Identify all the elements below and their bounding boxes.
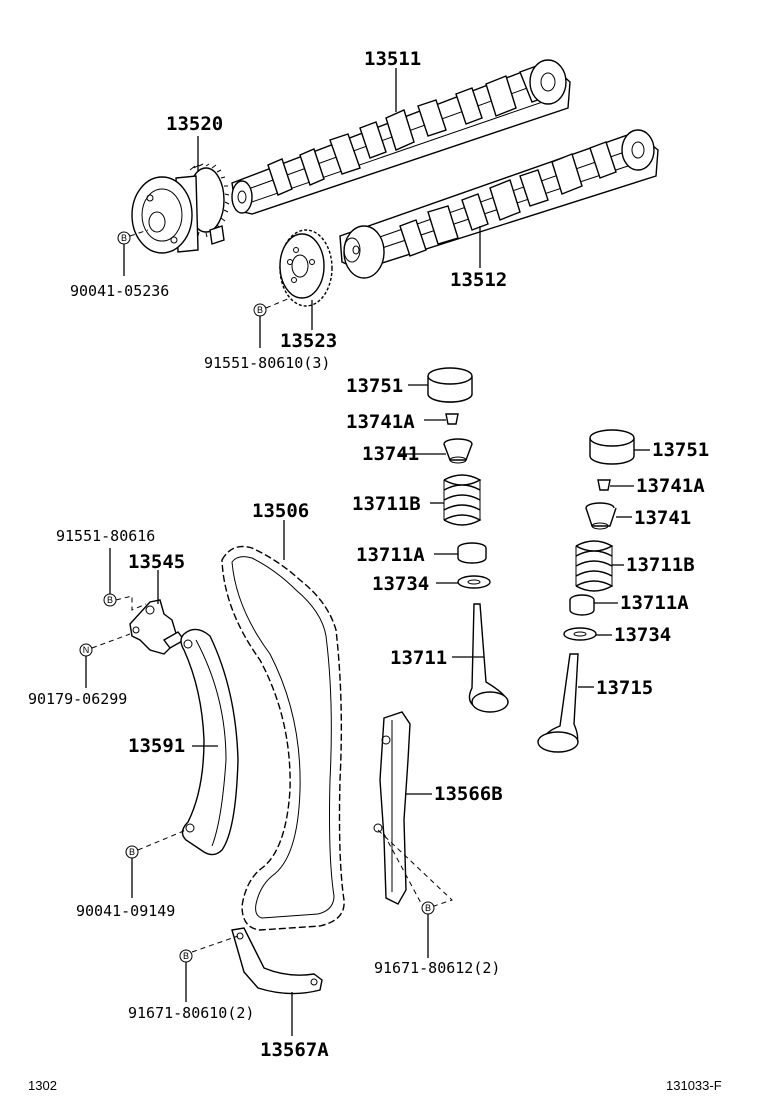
bolt-marker-91551-80616: B [103, 593, 117, 607]
washer-13734-right [563, 627, 597, 641]
label-90179-06299: 90179-06299 [28, 690, 127, 708]
label-13567A: 13567A [260, 1039, 329, 1061]
label-13711: 13711 [390, 647, 447, 669]
valve-13711 [468, 603, 509, 713]
label-13741A-left: 13741A [346, 411, 415, 433]
valve-seal-13711A-left [457, 542, 487, 564]
svg-text:B: B [425, 903, 431, 913]
label-13711A-right: 13711A [620, 592, 689, 614]
valve-retainer-13741-right [585, 502, 617, 530]
label-91551-80616: 91551-80616 [56, 527, 155, 545]
chain-guide-13567A [231, 927, 323, 995]
svg-text:B: B [121, 233, 127, 243]
chain-slipper-13591 [180, 628, 239, 856]
label-13741-left: 13741 [362, 443, 419, 465]
svg-text:B: B [129, 847, 135, 857]
valve-spring-13711B-left [443, 474, 482, 526]
bolt-marker-91671-80612: B [421, 901, 435, 915]
valve-keeper-13741A-right [597, 479, 611, 491]
label-13741A-right: 13741A [636, 475, 705, 497]
valve-keeper-13741A-left [445, 413, 459, 425]
bolt-marker-90041-09149: B [125, 845, 139, 859]
label-13511: 13511 [364, 48, 421, 70]
chain-guide-13566B [373, 711, 411, 905]
label-90041-09149: 90041-09149 [76, 902, 175, 920]
label-13734-left: 13734 [372, 573, 429, 595]
sprocket-13523 [279, 229, 333, 307]
svg-text:B: B [107, 595, 113, 605]
label-91671-80612: 91671-80612(2) [374, 959, 500, 977]
camshaft-13512 [339, 129, 659, 279]
label-91671-80610: 91671-80610(2) [128, 1004, 254, 1022]
label-13545: 13545 [128, 551, 185, 573]
valve-lifter-13751-right [589, 429, 635, 465]
label-13506: 13506 [252, 500, 309, 522]
label-13523: 13523 [280, 330, 337, 352]
bolt-marker-91671-80610: B [179, 949, 193, 963]
label-13711B-left: 13711B [352, 493, 421, 515]
label-13715: 13715 [596, 677, 653, 699]
figure-code: 131033-F [666, 1078, 722, 1093]
label-13734-right: 13734 [614, 624, 671, 646]
label-13520: 13520 [166, 113, 223, 135]
valve-spring-13711B-right [575, 540, 614, 592]
leader-lines [85, 68, 650, 1036]
bolt-marker-91551-80610: B [253, 303, 267, 317]
valve-seal-13711A-right [569, 594, 595, 616]
valve-lifter-13751-left [427, 367, 473, 403]
label-91551-80610: 91551-80610(3) [204, 354, 330, 372]
svg-text:N: N [83, 645, 90, 655]
timing-chain-13506 [221, 545, 345, 931]
label-13711B-right: 13711B [626, 554, 695, 576]
bolt-marker-90041-05236: B [117, 231, 131, 245]
valve-13715 [537, 653, 579, 753]
valve-retainer-13741-left [443, 438, 473, 464]
vvt-gear-13520 [131, 163, 230, 254]
nut-marker-90179-06299: N [79, 643, 93, 657]
label-13512: 13512 [450, 269, 507, 291]
part-labels: 13511 13520 90041-05236 13512 13523 9155… [28, 48, 709, 1061]
label-13591: 13591 [128, 735, 185, 757]
label-13566B: 13566B [434, 783, 503, 805]
camshaft-13511 [231, 59, 571, 215]
label-13751-left: 13751 [346, 375, 403, 397]
label-90041-05236: 90041-05236 [70, 282, 169, 300]
chain-tensioner-13545 [129, 599, 186, 655]
washer-13734-left [457, 575, 491, 589]
label-13711A-left: 13711A [356, 544, 425, 566]
svg-text:B: B [257, 305, 263, 315]
page-code: 1302 [28, 1078, 57, 1093]
label-13751-right: 13751 [652, 439, 709, 461]
label-13741-right: 13741 [634, 507, 691, 529]
svg-text:B: B [183, 951, 189, 961]
